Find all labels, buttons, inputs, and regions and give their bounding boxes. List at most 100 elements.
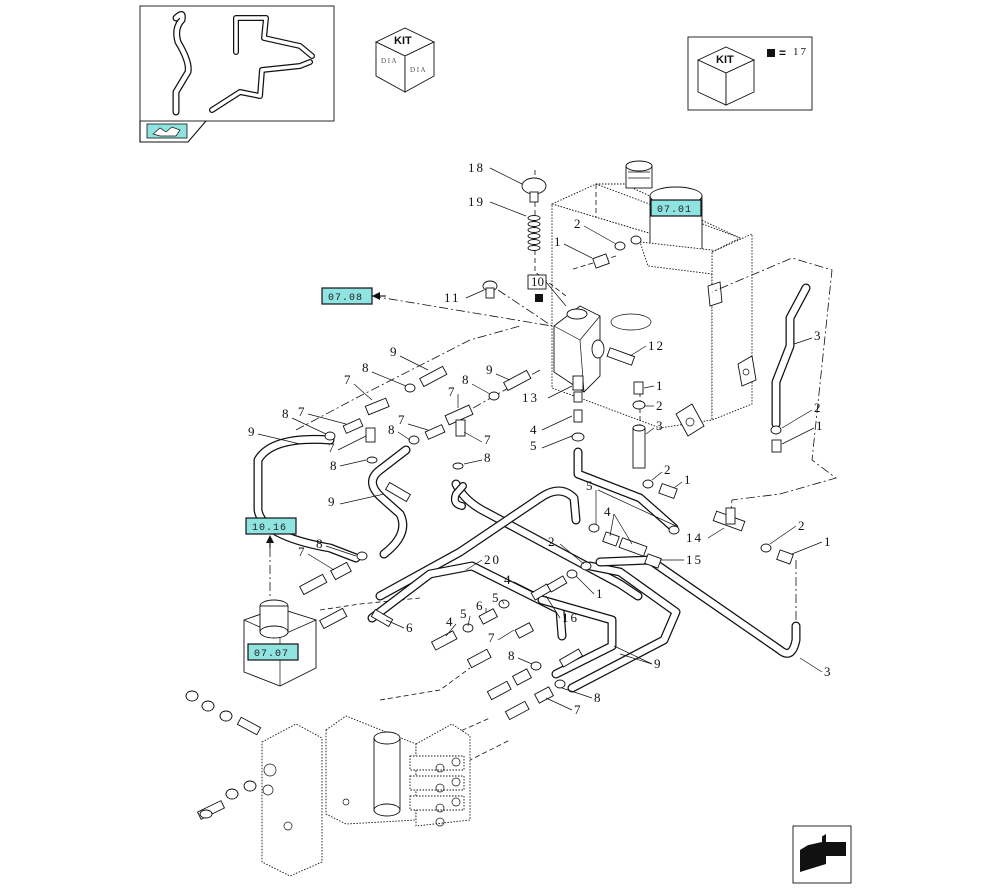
svg-text:19: 19 [468,194,485,209]
callout-4: 4 [504,572,535,593]
callout-8: 8 [282,406,327,435]
svg-text:3: 3 [814,328,823,343]
svg-text:5: 5 [460,606,469,621]
svg-text:8: 8 [484,450,493,465]
svg-text:8: 8 [462,372,471,387]
callout-13: 13 [522,385,573,405]
svg-text:1: 1 [816,418,825,433]
thumbnail-panel[interactable] [139,5,335,143]
svg-text:7: 7 [448,384,457,399]
svg-text:3: 3 [656,418,665,433]
callout-8: 8 [388,422,411,441]
svg-text:2: 2 [798,518,807,533]
fittings [299,177,794,721]
callout-16: 16 [545,595,579,625]
svg-text:2: 2 [548,534,557,549]
callout-9: 9 [486,362,511,381]
page-flip-arrow-icon[interactable] [792,825,852,884]
callout-8: 8 [330,458,367,473]
svg-text:5: 5 [586,478,595,493]
callout-5: 5 [586,478,677,527]
svg-text:1: 1 [824,534,833,549]
svg-text:9: 9 [486,362,495,377]
callout-4: 4 [604,504,633,545]
svg-text:7: 7 [298,404,307,419]
svg-text:4: 4 [504,572,513,587]
kit-quantity-ref: 17 [793,46,808,58]
svg-text:7: 7 [328,440,337,455]
svg-text:8: 8 [508,648,517,663]
svg-text:7: 7 [574,702,583,717]
svg-text:8: 8 [282,406,291,421]
callout-9: 9 [328,493,385,509]
svg-text:8: 8 [330,458,339,473]
kit-marker-square [535,294,543,302]
callout-2: 2 [651,462,673,481]
callout-1: 1 [575,575,605,601]
callout-7: 7 [298,404,347,425]
callout-2: 2 [781,400,821,429]
svg-text:9: 9 [654,656,663,671]
callout-3: 3 [645,418,665,435]
svg-text:16: 16 [562,610,579,625]
callout-1: 1 [673,472,693,489]
ref-tag-07-08[interactable]: 07.08 [321,287,386,305]
svg-text:10: 10 [531,274,544,289]
svg-text:7: 7 [398,412,407,427]
svg-text:2: 2 [664,462,673,477]
svg-text:18: 18 [468,160,485,175]
callout-1: 1 [791,534,833,555]
callout-8: 8 [316,536,357,557]
svg-text:7: 7 [488,630,497,645]
hydraulic-lines [253,283,811,693]
kit-cube-icon: KIT D I A D I A [374,27,436,93]
ref-tag-07-01[interactable]: 07.01 [650,199,702,217]
svg-text:9: 9 [390,344,399,359]
callout-8: 8 [462,372,491,395]
callout-9: 9 [613,645,663,671]
svg-text:8: 8 [316,536,325,551]
svg-text:7: 7 [484,432,493,447]
svg-text:6: 6 [406,620,415,635]
callout-5: 5 [530,435,573,453]
thumbnail-tag-icon [146,123,188,139]
svg-text:8: 8 [388,422,397,437]
svg-text:9: 9 [248,424,257,439]
callout-7: 7 [463,431,493,447]
callout-8: 8 [508,648,533,665]
callout-11: 11 [444,289,485,305]
callout-14: 14 [686,527,725,545]
svg-text:1: 1 [554,234,563,249]
ref-tag-10-16[interactable]: 10.16 [245,517,297,548]
callout-3: 3 [799,657,831,679]
kit-small-label: KIT [394,35,412,47]
svg-text:D I A: D I A [410,66,426,74]
kit-box-label: KIT [716,54,734,66]
svg-text:D I A: D I A [381,57,397,65]
hose-routing-thumbnail-icon [172,11,315,116]
ref-label: 07.01 [657,205,692,216]
svg-text:15: 15 [686,552,703,567]
callout-5: 5 [460,606,471,627]
callout-7: 7 [298,544,335,571]
svg-text:7: 7 [298,544,307,559]
hydraulic-pump [243,599,317,687]
callout-5: 5 [492,590,505,605]
kit-quantity-box: KIT = 17 [687,36,813,111]
callout-18: 18 [468,160,523,185]
callout-19: 19 [468,194,527,217]
svg-text:1: 1 [656,378,665,393]
svg-text:1: 1 [684,472,693,487]
ref-tag-07-07[interactable]: 07.07 [247,643,299,661]
svg-text:1: 1 [596,586,605,601]
callout-2: 2 [644,398,663,413]
callout-7: 7 [448,384,459,408]
callout-9: 9 [248,424,301,445]
svg-text:6: 6 [476,598,485,613]
callout-1: 1 [643,378,665,393]
svg-text:2: 2 [574,216,583,231]
svg-text:5: 5 [492,590,501,605]
svg-text:20: 20 [484,552,501,567]
svg-text:13: 13 [522,390,539,405]
